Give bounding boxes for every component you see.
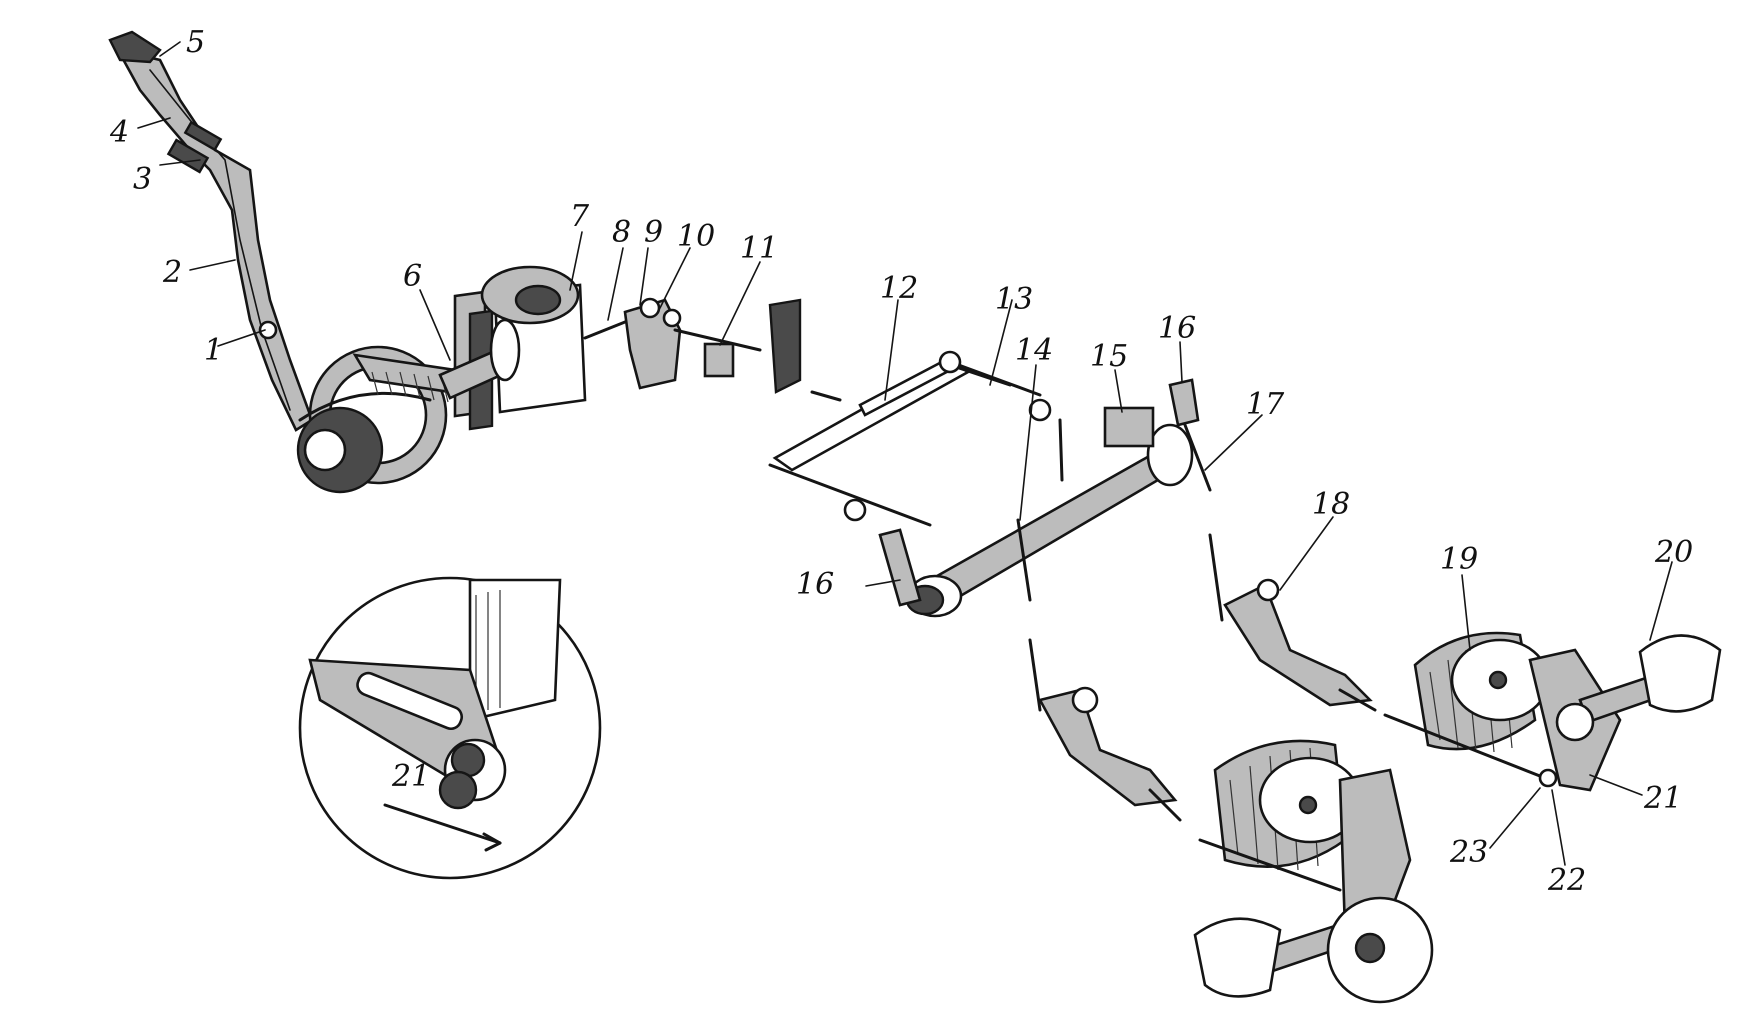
cross-shaft-assembly (878, 378, 1212, 618)
label-4: 4 (110, 115, 130, 150)
label-14: 14 (1015, 333, 1054, 368)
label-16-bottom: 16 (796, 567, 835, 602)
label-23: 23 (1450, 835, 1489, 870)
label-16-top: 16 (1158, 311, 1197, 346)
left-brake-drum (1193, 739, 1434, 1004)
detail-inset-circle (298, 576, 602, 880)
cross-frame-12 (768, 350, 1042, 527)
label-5: 5 (186, 25, 206, 60)
label-7: 7 (570, 199, 590, 234)
label-13: 13 (995, 282, 1034, 317)
brake-pedal-lever (108, 30, 314, 432)
label-21-right: 21 (1644, 781, 1683, 816)
right-brake-drum-19 (1413, 631, 1550, 753)
label-1: 1 (204, 333, 224, 368)
label-17: 17 (1246, 387, 1285, 422)
label-2: 2 (163, 255, 183, 290)
label-20: 20 (1655, 535, 1694, 570)
right-brake-linkage (1208, 533, 1377, 712)
label-3: 3 (133, 162, 153, 197)
label-21-inset: 21 (392, 759, 431, 794)
leader-lines (137, 41, 1673, 866)
label-10: 10 (677, 219, 716, 254)
label-6: 6 (403, 259, 423, 294)
main-shaft-and-drum (438, 265, 587, 414)
label-19: 19 (1440, 542, 1479, 577)
label-15: 15 (1090, 339, 1129, 374)
label-9: 9 (644, 215, 664, 250)
label-18: 18 (1312, 487, 1351, 522)
rod-linkage-8-11 (583, 297, 802, 394)
label-12: 12 (880, 271, 919, 306)
left-brake-linkage (1028, 638, 1182, 822)
right-axle-20-21 (1383, 634, 1722, 792)
label-22: 22 (1548, 863, 1587, 898)
label-11: 11 (740, 231, 779, 266)
label-8: 8 (612, 215, 632, 250)
